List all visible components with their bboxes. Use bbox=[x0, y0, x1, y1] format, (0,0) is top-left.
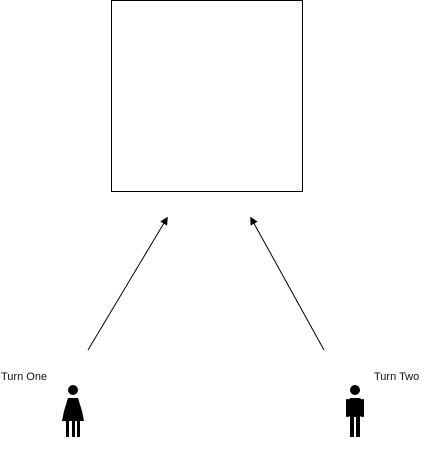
arrow-turn-one bbox=[87, 216, 168, 351]
man-icon bbox=[346, 385, 364, 437]
target-box bbox=[111, 0, 303, 192]
arrow-turn-two bbox=[250, 216, 325, 351]
woman-icon bbox=[62, 385, 84, 437]
turn-two-label: Turn Two bbox=[374, 371, 420, 383]
turn-one-label: Turn One bbox=[1, 371, 48, 383]
